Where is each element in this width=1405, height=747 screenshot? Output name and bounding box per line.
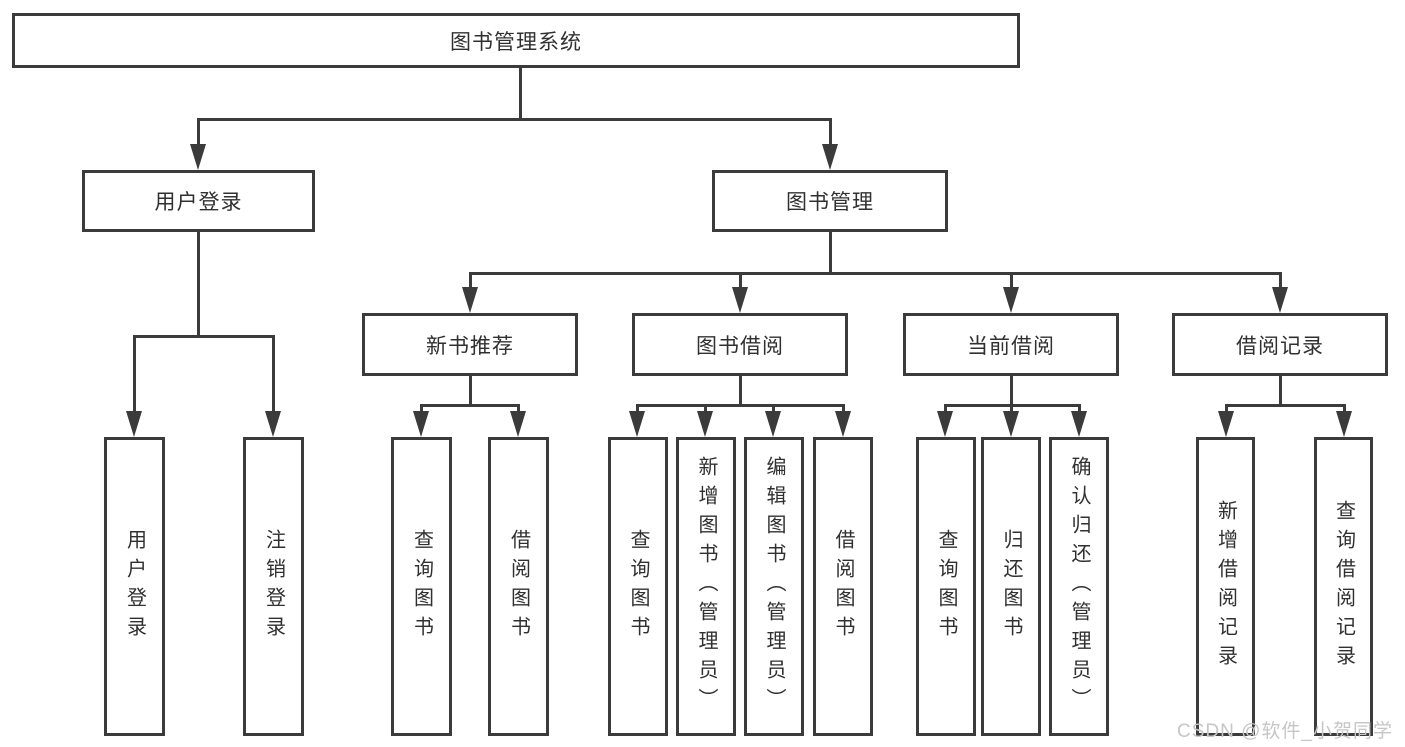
arrow-down-icon <box>190 144 206 170</box>
arrow-down-icon <box>697 411 713 437</box>
connector-line <box>1009 376 1013 407</box>
connector-line <box>635 403 845 407</box>
node-book-borrow: 图书借阅 <box>632 313 848 376</box>
leaf-query-borrow-record: 查询借阅记录 <box>1314 437 1373 736</box>
arrow-down-icon <box>1336 411 1352 437</box>
connector-line <box>1224 403 1346 407</box>
node-label: 图书管理系统 <box>450 30 582 54</box>
leaf-borrow-books-recommend: 借阅图书 <box>488 437 549 736</box>
connector-line <box>518 68 522 120</box>
connector-line <box>271 336 275 419</box>
node-library-management-system: 图书管理系统 <box>12 13 1020 68</box>
node-label: 编辑图书（管理员） <box>763 456 785 717</box>
leaf-query-books-current: 查询图书 <box>916 437 976 736</box>
arrow-down-icon <box>413 411 429 437</box>
node-label: 注销登录 <box>262 528 285 645</box>
connector-line <box>196 119 200 152</box>
connector-line <box>468 376 472 407</box>
leaf-user-login: 用户登录 <box>104 437 165 736</box>
node-label: 图书管理 <box>786 191 874 214</box>
connector-line <box>1278 376 1282 407</box>
node-label: 查询图书 <box>627 528 649 645</box>
connector-line <box>468 271 1282 275</box>
node-book-management: 图书管理 <box>712 170 948 232</box>
node-label: 借阅图书 <box>832 528 854 645</box>
arrow-down-icon <box>1071 411 1087 437</box>
arrow-down-icon <box>1218 411 1234 437</box>
node-new-book-recommend: 新书推荐 <box>362 313 578 376</box>
connector-line <box>132 336 136 419</box>
node-label: 借阅记录 <box>1236 334 1324 358</box>
arrow-down-icon <box>1272 287 1288 313</box>
connector-line <box>828 119 832 152</box>
leaf-add-borrow-record: 新增借阅记录 <box>1196 437 1255 736</box>
arrow-down-icon <box>126 411 142 437</box>
leaf-logout-login: 注销登录 <box>243 437 304 736</box>
node-label: 用户登录 <box>123 528 146 645</box>
connector-line <box>738 376 742 407</box>
leaf-confirm-return-admin: 确认归还（管理员） <box>1049 437 1109 736</box>
node-label: 查询图书 <box>935 528 957 645</box>
arrow-down-icon <box>629 411 645 437</box>
node-label: 图书借阅 <box>696 334 784 358</box>
arrow-down-icon <box>510 411 526 437</box>
node-label: 当前借阅 <box>967 334 1055 358</box>
arrow-down-icon <box>462 287 478 313</box>
arrow-down-icon <box>1003 411 1019 437</box>
connector-line <box>196 232 200 338</box>
node-label: 新增图书（管理员） <box>695 456 717 717</box>
connector-line <box>196 117 832 121</box>
arrow-down-icon <box>937 411 953 437</box>
node-label: 确认归还（管理员） <box>1068 456 1090 717</box>
connector-line <box>1278 273 1282 295</box>
arrow-down-icon <box>765 411 781 437</box>
connector-line <box>828 232 832 275</box>
node-label: 用户登录 <box>154 191 243 214</box>
connector-line <box>1009 273 1013 295</box>
connector-line <box>132 334 275 338</box>
arrow-down-icon <box>265 411 281 437</box>
leaf-query-books-borrow: 查询图书 <box>608 437 668 736</box>
leaf-edit-books-admin: 编辑图书（管理员） <box>744 437 804 736</box>
leaf-add-books-admin: 新增图书（管理员） <box>676 437 736 736</box>
arrow-down-icon <box>1003 287 1019 313</box>
node-label: 查询图书 <box>410 528 433 645</box>
node-current-borrow: 当前借阅 <box>903 313 1119 376</box>
connector-line <box>468 273 472 295</box>
watermark: CSDN @软件_小贺同学 <box>1177 721 1393 742</box>
connector-line <box>419 403 520 407</box>
node-label: 新增借阅记录 <box>1214 499 1237 674</box>
node-user-login: 用户登录 <box>82 170 315 232</box>
arrow-down-icon <box>822 144 838 170</box>
node-label: 新书推荐 <box>426 334 514 358</box>
node-label: 借阅图书 <box>507 528 530 645</box>
node-label: 查询借阅记录 <box>1332 499 1355 674</box>
leaf-borrow-books: 借阅图书 <box>813 437 873 736</box>
arrow-down-icon <box>732 287 748 313</box>
node-label: 归还图书 <box>1000 528 1022 645</box>
connector-line <box>738 273 742 295</box>
leaf-query-books-recommend: 查询图书 <box>391 437 452 736</box>
leaf-return-books: 归还图书 <box>981 437 1041 736</box>
node-borrow-record: 借阅记录 <box>1172 313 1388 376</box>
arrow-down-icon <box>835 411 851 437</box>
